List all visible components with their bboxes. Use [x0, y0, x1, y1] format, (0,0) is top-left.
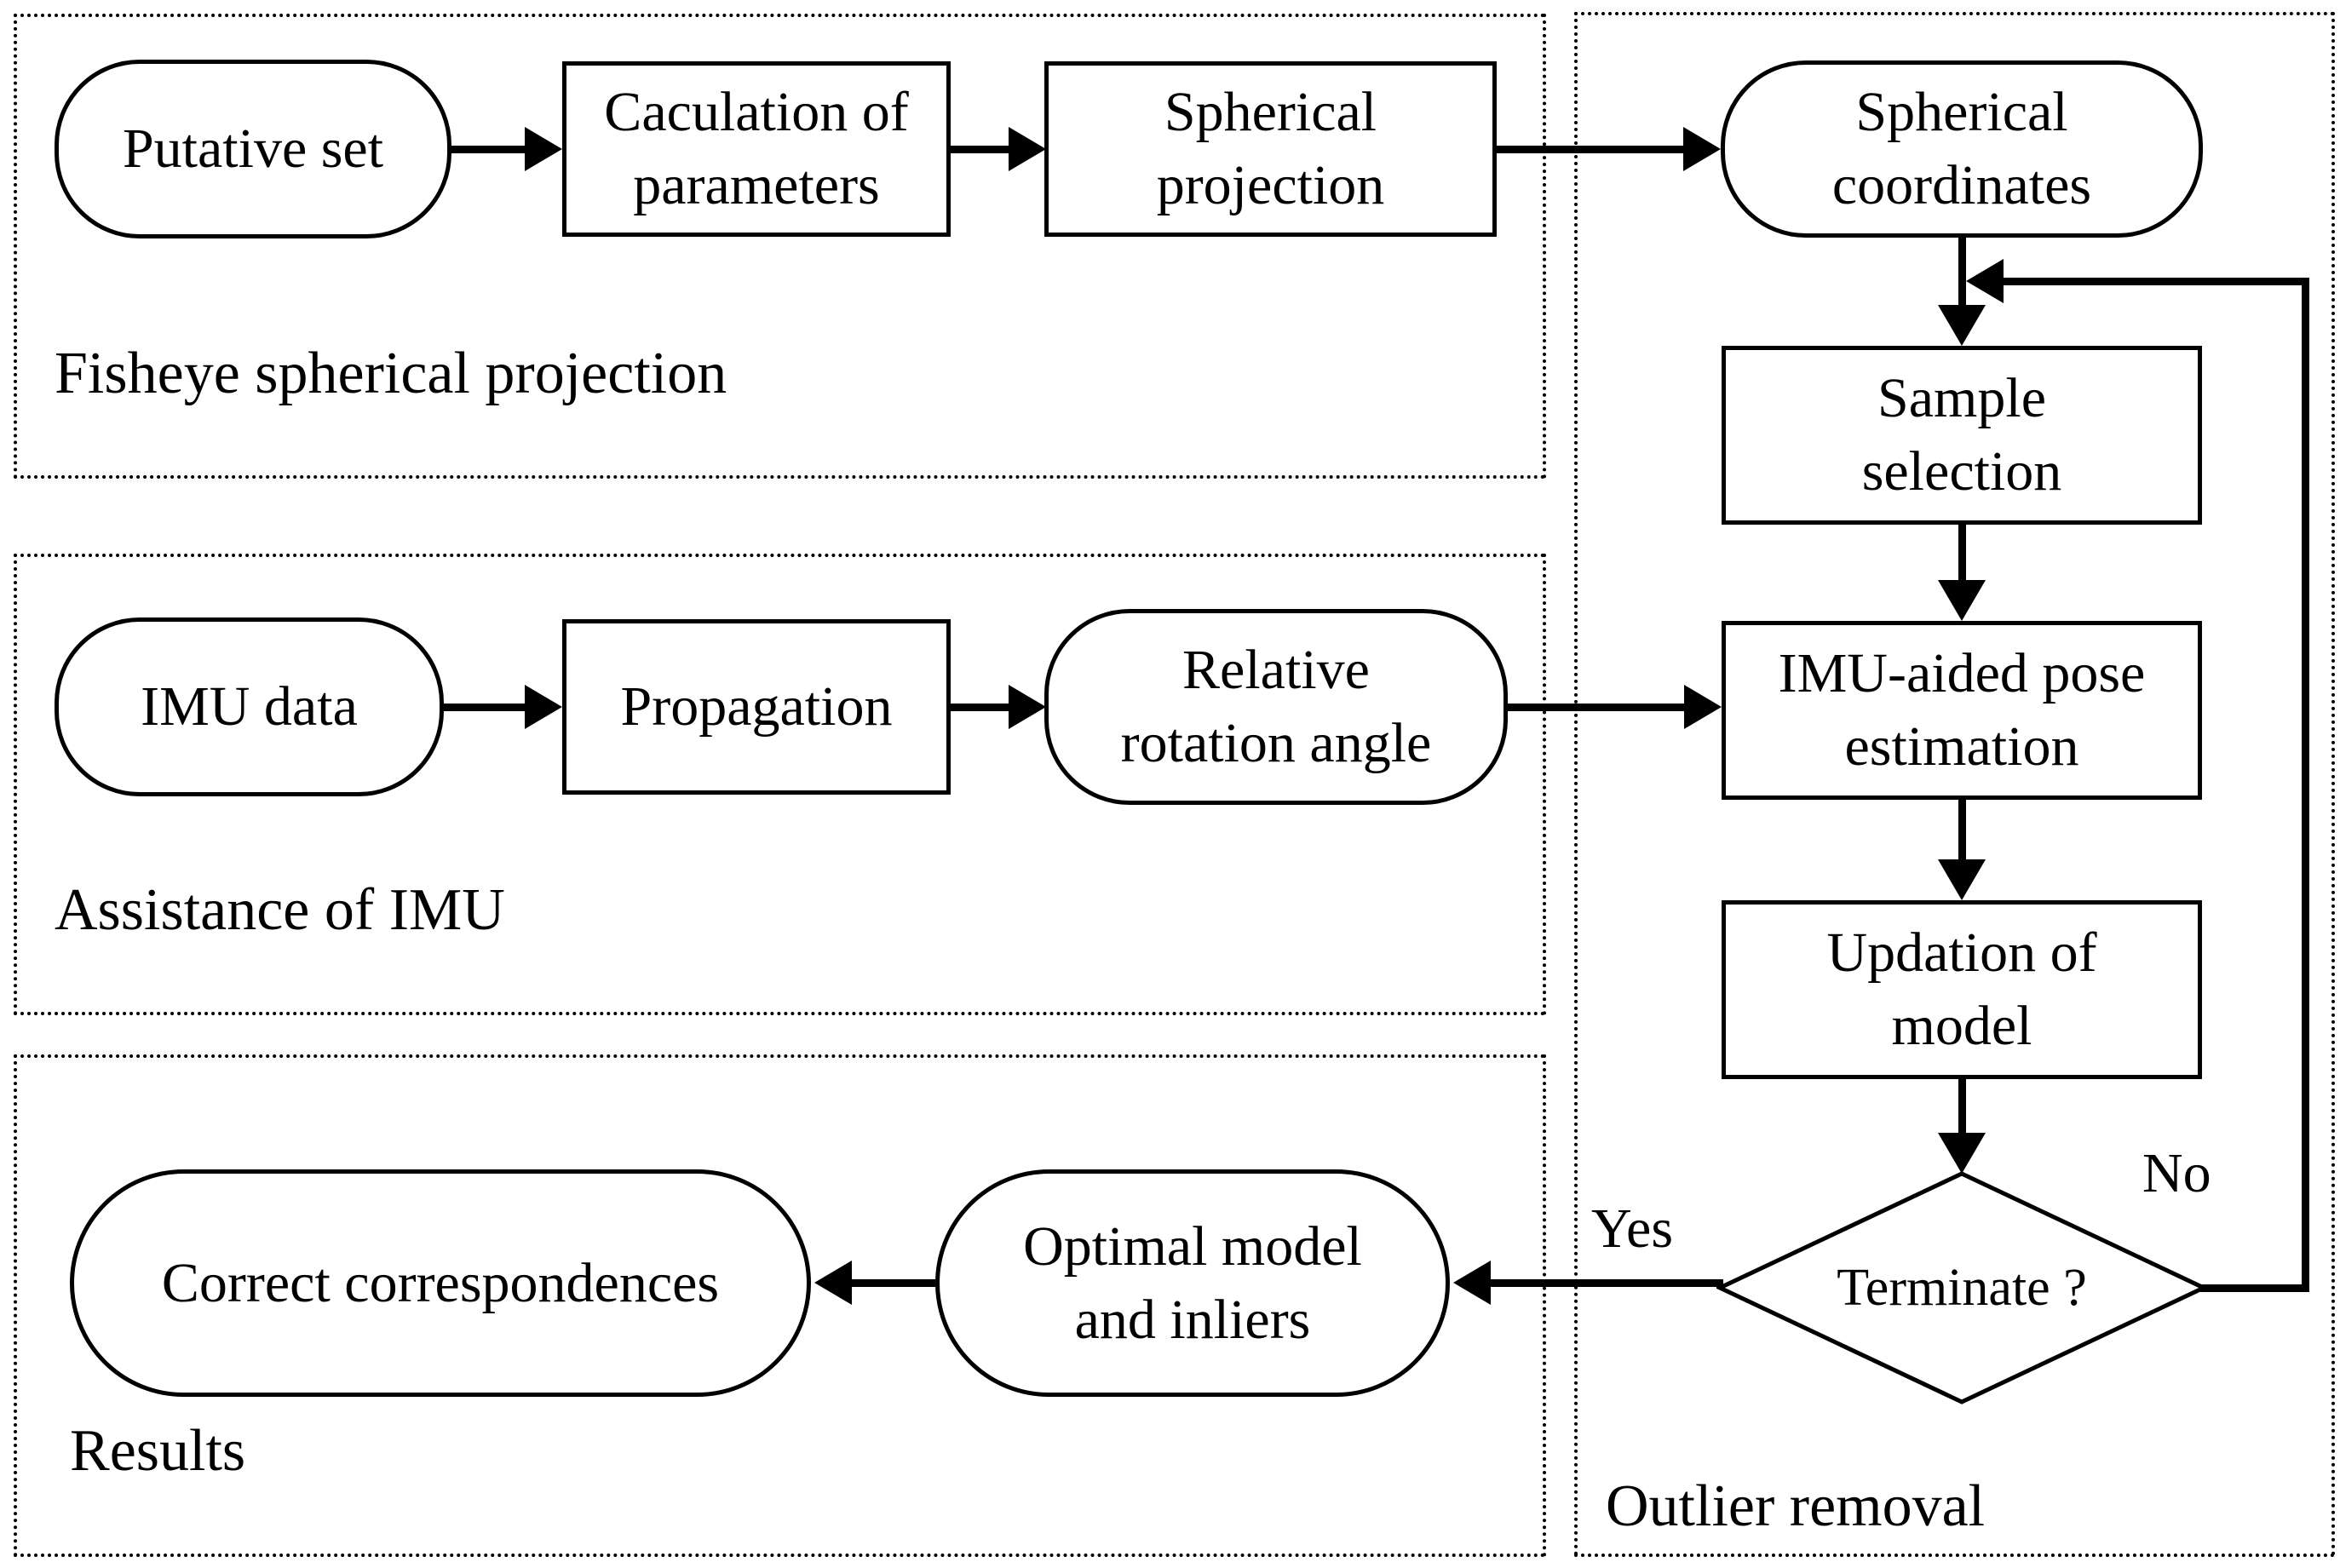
section-assistance-of-imu: [14, 554, 1546, 1015]
node-optimal-model-and-inliers: Optimal model and inliers: [935, 1169, 1450, 1397]
edge-label-yes: Yes: [1591, 1198, 1674, 1260]
arrow-shaft-yes-branch: [1491, 1279, 1723, 1287]
arrow-head-yes-branch: [1453, 1261, 1491, 1305]
node-optimal-model-line2: and inliers: [1074, 1288, 1311, 1351]
arrow-shaft-coordinates-to-sample: [1958, 238, 1966, 308]
terminate-diamond-shape: [1715, 1171, 2209, 1404]
node-imu-aided-line1: IMU-aided pose: [1778, 642, 2146, 705]
arrow-shaft-sample-to-imuaided: [1958, 525, 1966, 582]
node-imu-data-label: IMU data: [141, 675, 358, 738]
node-terminate-decision: Terminate ?: [1715, 1170, 2209, 1405]
node-spherical-coordinates: Spherical coordinates: [1721, 60, 2203, 238]
arrow-shaft-updation-to-terminate: [1958, 1079, 1966, 1136]
section-label-outlier: Outlier removal: [1606, 1473, 1986, 1539]
section-fisheye-spherical-projection: [14, 14, 1546, 479]
node-spherical-coordinates-line1: Spherical: [1855, 81, 2068, 144]
arrow-head-propagation-to-rotation: [1009, 685, 1046, 729]
arrow-head-imuaided-to-updation: [1938, 859, 1986, 900]
section-label-imu: Assistance of IMU: [55, 877, 505, 943]
edge-label-no: No: [2142, 1142, 2211, 1204]
node-spherical-coordinates-line2: coordinates: [1831, 154, 2092, 216]
arrow-shaft-optimal-to-correct: [852, 1279, 935, 1287]
node-propagation: Propagation: [562, 619, 951, 795]
section-outlier-removal: [1574, 12, 2335, 1557]
arrow-head-sample-to-imuaided: [1938, 580, 1986, 621]
node-propagation-label: Propagation: [620, 675, 893, 738]
node-updation-line2: model: [1891, 995, 2032, 1057]
node-terminate-label: Terminate ?: [1837, 1258, 2087, 1317]
node-relative-rotation-line2: rotation angle: [1120, 712, 1432, 774]
arrow-shaft-propagation-to-rotation: [951, 704, 1009, 711]
node-relative-rotation-angle: Relative rotation angle: [1044, 609, 1508, 805]
arrow-head-imudata-to-propagation: [525, 685, 562, 729]
node-putative-set-label: Putative set: [122, 118, 384, 181]
node-updation-of-model: Updation of model: [1722, 900, 2202, 1079]
node-spherical-projection-line1: Spherical: [1164, 81, 1377, 144]
node-calculation-line1: Caculation of: [604, 81, 909, 144]
arrow-shaft-calculation-to-projection: [951, 146, 1009, 153]
node-correct-correspondences: Correct correspondences: [70, 1169, 811, 1397]
arrow-shaft-putative-to-calculation: [451, 146, 525, 153]
arrow-shaft-rotation-to-imuaided: [1508, 704, 1684, 711]
node-imu-aided-line2: estimation: [1844, 715, 2079, 778]
node-imu-data: IMU data: [55, 617, 444, 796]
node-sample-selection-line1: Sample: [1877, 367, 2046, 430]
arrow-head-coordinates-to-sample: [1938, 305, 1986, 346]
arrow-head-updation-to-terminate: [1938, 1133, 1986, 1174]
arrow-head-calculation-to-projection: [1009, 127, 1046, 171]
node-correct-correspondences-label: Correct correspondences: [161, 1251, 720, 1314]
arrow-head-projection-to-coordinates: [1683, 127, 1721, 171]
arrow-head-rotation-to-imuaided: [1684, 685, 1722, 729]
node-updation-line1: Updation of: [1826, 922, 2097, 985]
node-relative-rotation-line1: Relative: [1182, 639, 1370, 702]
node-calculation-line2: parameters: [633, 154, 880, 216]
node-optimal-model-line1: Optimal model: [1023, 1215, 1362, 1278]
section-label-fisheye: Fisheye spherical projection: [55, 341, 727, 406]
node-putative-set: Putative set: [55, 60, 451, 238]
arrow-shaft-projection-to-coordinates: [1497, 146, 1683, 153]
node-calculation-of-parameters: Caculation of parameters: [562, 61, 951, 237]
arrow-head-no-return: [1966, 259, 2004, 303]
node-spherical-projection: Spherical projection: [1044, 61, 1497, 237]
node-spherical-projection-line2: projection: [1156, 154, 1385, 216]
arrow-shaft-imudata-to-propagation: [444, 704, 525, 711]
feedback-line-no-vertical: [2302, 278, 2309, 1292]
section-results: [14, 1054, 1546, 1557]
section-label-results: Results: [70, 1418, 246, 1484]
node-sample-selection-line2: selection: [1861, 440, 2062, 503]
arrow-head-putative-to-calculation: [525, 127, 562, 171]
arrow-head-optimal-to-correct: [814, 1261, 852, 1305]
feedback-line-no-horizontal: [2200, 1284, 2309, 1292]
arrow-shaft-imuaided-to-updation: [1958, 800, 1966, 861]
node-sample-selection: Sample selection: [1722, 346, 2202, 525]
node-imu-aided-pose-estimation: IMU-aided pose estimation: [1722, 621, 2202, 800]
feedback-line-no-return: [2004, 278, 2309, 285]
